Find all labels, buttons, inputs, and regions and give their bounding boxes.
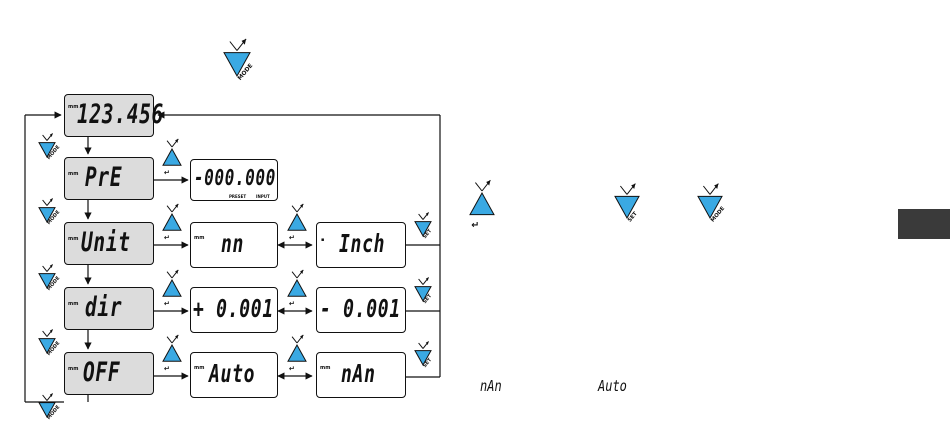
enter-key-icon-1: ↵ bbox=[163, 139, 181, 177]
unit-mm-text: nn bbox=[221, 229, 244, 258]
unit-inch-text: Inch bbox=[339, 229, 385, 258]
svg-text:↵: ↵ bbox=[289, 299, 295, 308]
display-unit: mm Unit bbox=[64, 222, 154, 265]
enter-key-icon-6: ↵ bbox=[288, 270, 306, 308]
display-preset-text: PrE bbox=[85, 162, 122, 193]
enter-key-icon-5: ↵ bbox=[288, 204, 306, 242]
display-dir-plus: + 0.001 bbox=[190, 287, 278, 333]
mode-key-icon-4: MODE bbox=[39, 329, 62, 357]
display-unit-mm: mm nn bbox=[190, 222, 278, 268]
svg-text:↵: ↵ bbox=[471, 220, 479, 231]
legend-manual-text: nAn bbox=[480, 377, 502, 395]
display-off: mm OFF bbox=[64, 352, 154, 395]
legend-mode-key-icon: MODE bbox=[698, 184, 726, 224]
set-key-icon-2: SET bbox=[415, 277, 434, 305]
display-preset: mm PrE bbox=[64, 157, 154, 200]
set-key-icon-3: SET bbox=[415, 341, 434, 369]
display-direction: mm dir bbox=[64, 287, 154, 330]
mode-key-icon-2: MODE bbox=[39, 198, 62, 226]
preset-label: PRESET bbox=[229, 194, 246, 199]
preset-value-text: -000.000 bbox=[194, 166, 276, 191]
display-dir-minus: - 0.001 bbox=[316, 287, 406, 333]
mode-key-icon-5: MODE bbox=[39, 393, 62, 421]
input-label: INPUT bbox=[256, 194, 270, 199]
legend-auto-text: Auto bbox=[598, 377, 627, 395]
mode-key-top-icon: MODE bbox=[224, 39, 254, 82]
svg-text:↵: ↵ bbox=[164, 233, 170, 242]
enter-key-icon-4: ↵ bbox=[163, 335, 181, 373]
display-off-text: OFF bbox=[83, 357, 120, 388]
display-value: mm 123.456 bbox=[64, 94, 154, 137]
svg-text:↵: ↵ bbox=[289, 364, 295, 373]
off-manual-text: nAn bbox=[341, 359, 376, 388]
display-direction-text: dir bbox=[85, 292, 122, 323]
display-off-auto: mm Auto bbox=[190, 352, 278, 398]
svg-text:↵: ↵ bbox=[164, 168, 170, 177]
mode-key-icon-3: MODE bbox=[39, 264, 62, 292]
display-off-manual: mm nAn bbox=[316, 352, 406, 398]
svg-text:↵: ↵ bbox=[164, 364, 170, 373]
dir-plus-text: + 0.001 bbox=[193, 294, 274, 323]
legend-set-key-icon: SET bbox=[615, 184, 639, 224]
enter-key-icon-2: ↵ bbox=[163, 204, 181, 242]
dir-minus-text: - 0.001 bbox=[320, 294, 401, 323]
svg-text:↵: ↵ bbox=[164, 299, 170, 308]
side-tab-marker bbox=[898, 209, 950, 239]
mode-key-icon-1: MODE bbox=[39, 133, 62, 161]
display-value-text: 123.456 bbox=[77, 99, 164, 130]
svg-text:↵: ↵ bbox=[289, 233, 295, 242]
enter-key-icon-7: ↵ bbox=[288, 335, 306, 373]
legend-enter-key-icon: ↵ bbox=[470, 180, 494, 231]
set-key-icon-1: SET bbox=[415, 212, 434, 240]
off-auto-text: Auto bbox=[209, 359, 255, 388]
display-preset-value: -000.000 PRESET INPUT bbox=[190, 159, 278, 201]
enter-key-icon-3: ↵ bbox=[163, 270, 181, 308]
display-unit-inch: ▪ Inch bbox=[316, 222, 406, 268]
display-unit-text: Unit bbox=[81, 227, 131, 258]
